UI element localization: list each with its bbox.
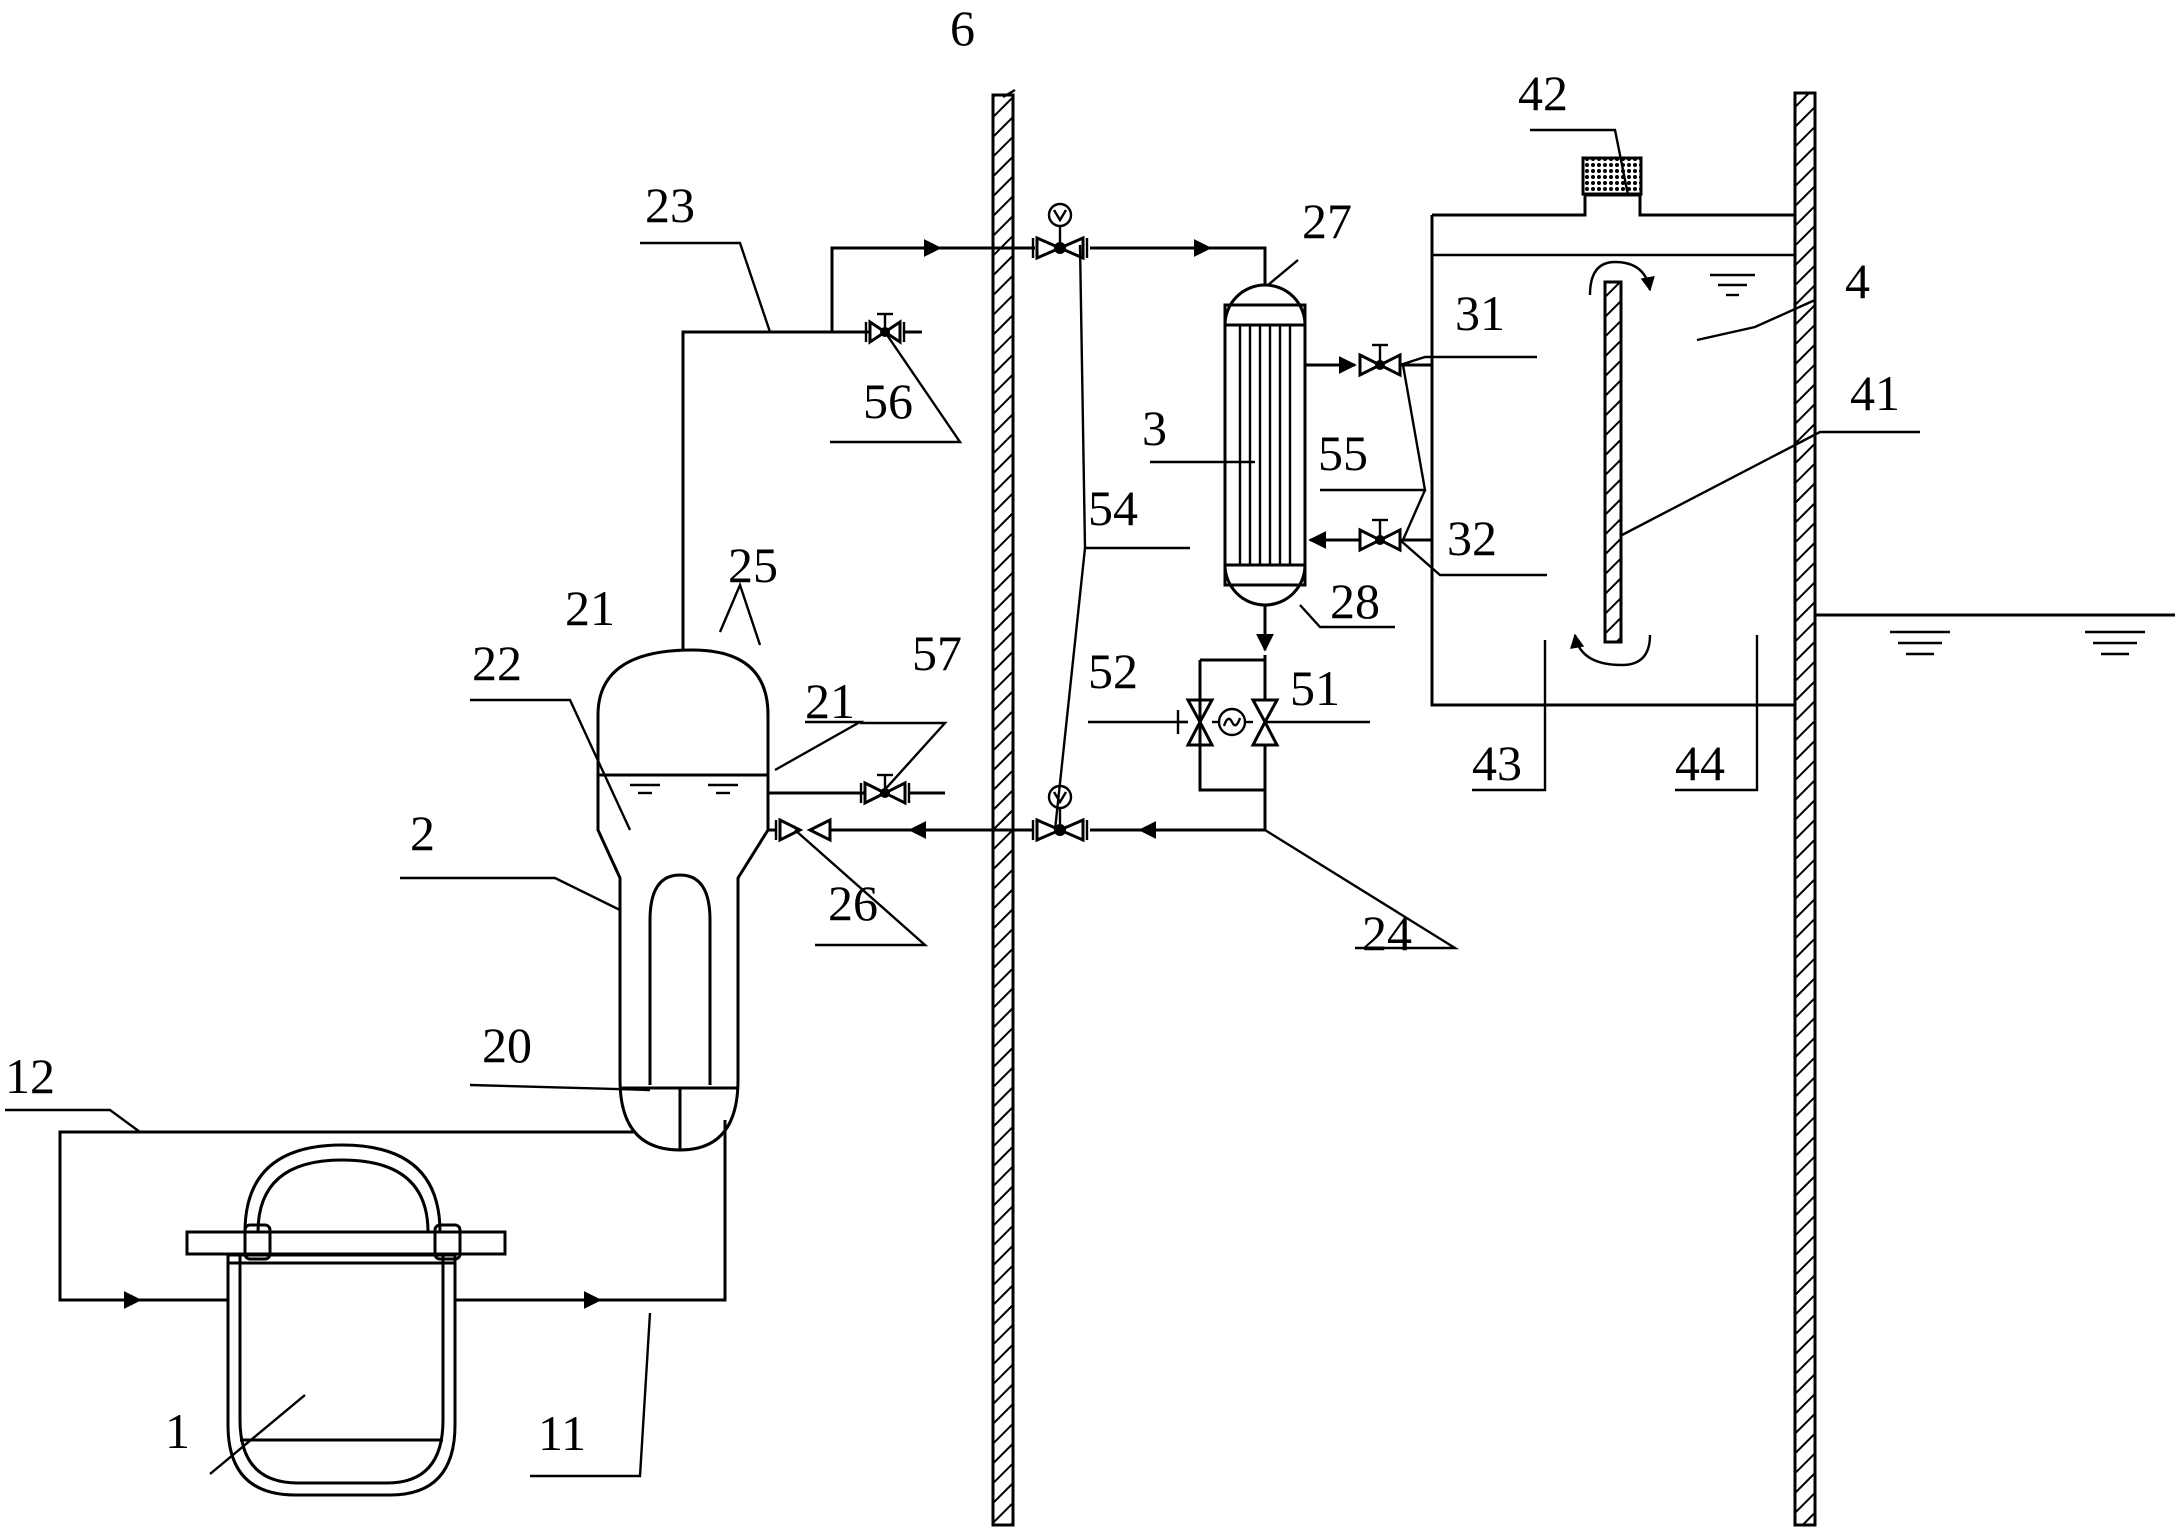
label-44: 44 <box>1675 735 1725 791</box>
label-21a: 21 <box>565 580 615 636</box>
label-41: 41 <box>1850 365 1900 421</box>
label-24: 24 <box>1362 905 1412 961</box>
valve-51[interactable] <box>1250 698 1280 747</box>
label-21b: 21 <box>805 673 855 729</box>
water-level-symbol-outer-1 <box>1890 630 1950 656</box>
label-56: 56 <box>863 373 913 429</box>
valve-31[interactable] <box>1358 343 1402 378</box>
label-22: 22 <box>472 635 522 691</box>
label-12: 12 <box>5 1048 55 1104</box>
label-43: 43 <box>1472 735 1522 791</box>
cold-leg-pipe <box>58 1130 635 1302</box>
vent-filter <box>1581 156 1643 196</box>
condensate-bypass-loop <box>1198 655 1267 830</box>
condenser <box>1223 283 1307 607</box>
label-3: 3 <box>1142 400 1167 456</box>
valve-56[interactable] <box>864 312 906 345</box>
steam-pipe-to-condenser <box>1090 246 1267 285</box>
label-54: 54 <box>1088 480 1138 536</box>
label-31: 31 <box>1455 285 1505 341</box>
leader-lines <box>5 88 1920 1478</box>
label-26: 26 <box>828 875 878 931</box>
circulation-arrow-top <box>1588 260 1655 296</box>
baffle-plate <box>1603 280 1623 644</box>
label-2: 2 <box>410 805 435 861</box>
label-1: 1 <box>165 1403 190 1459</box>
label-32: 32 <box>1447 510 1497 566</box>
label-55: 55 <box>1318 425 1368 481</box>
label-42: 42 <box>1518 65 1568 121</box>
hot-leg-pipe <box>455 1120 727 1302</box>
label-27: 27 <box>1302 193 1352 249</box>
label-57: 57 <box>912 625 962 681</box>
label-4: 4 <box>1845 253 1870 309</box>
reactor-vessel <box>185 1143 507 1497</box>
label-23: 23 <box>645 177 695 233</box>
label-11: 11 <box>538 1405 586 1461</box>
valve-32[interactable] <box>1358 518 1402 553</box>
isolation-valve-steam[interactable] <box>1031 202 1089 261</box>
label-20: 20 <box>482 1017 532 1073</box>
containment-wall <box>991 93 1015 1527</box>
circulation-arrow-bottom <box>1570 633 1652 667</box>
motor-icon <box>1212 707 1253 737</box>
label-25: 25 <box>728 537 778 593</box>
label-6: 6 <box>950 0 975 56</box>
label-28: 28 <box>1330 573 1380 629</box>
water-level-symbol-outer-2 <box>2085 630 2145 656</box>
tank-outer-wall <box>1793 91 1817 1527</box>
label-51: 51 <box>1290 660 1340 716</box>
steam-generator <box>596 648 770 1152</box>
water-level-symbol-sg-2 <box>708 783 738 795</box>
label-52: 52 <box>1088 643 1138 699</box>
water-level-symbol-sg-1 <box>630 783 660 795</box>
water-level-symbol-tank <box>1710 273 1755 297</box>
